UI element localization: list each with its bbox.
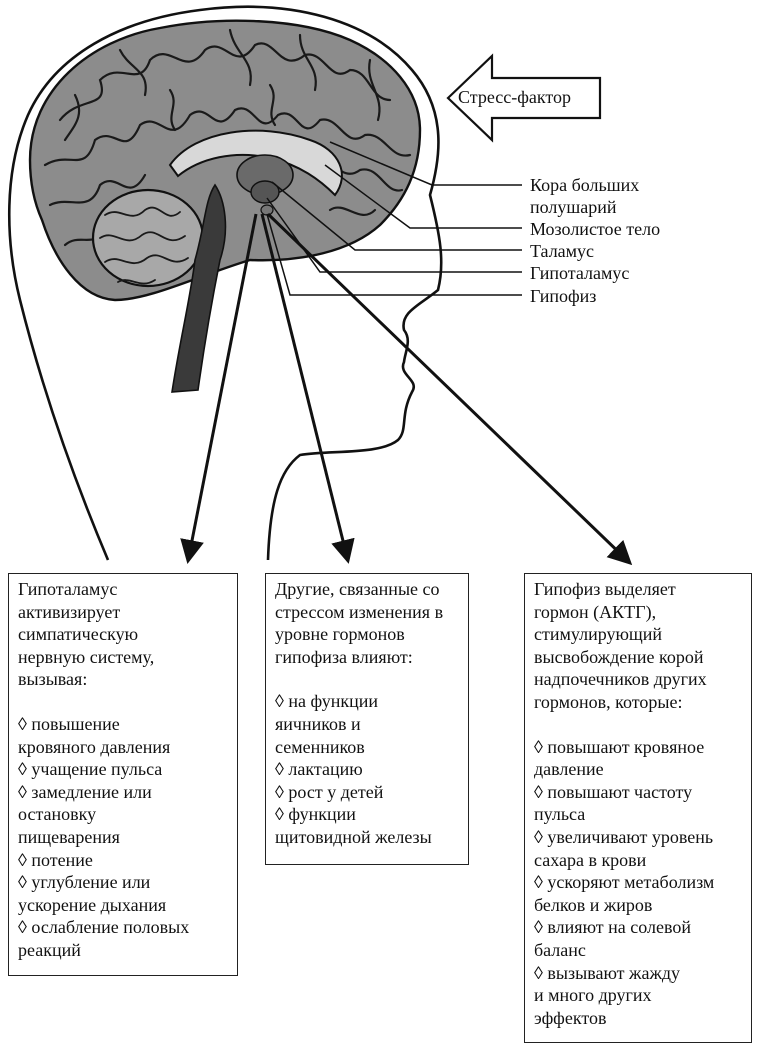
list-item: функции щитовидной железы [275,803,460,848]
leader-line-cortex [329,141,522,186]
list-item: потение [18,849,229,872]
arrow-to-middle-box [260,213,355,564]
info-box-hypothalamus: Гипоталамус активизирует симпатическую н… [8,573,238,976]
list-item: повышение кровяного давления [18,713,229,758]
label-hypothalamus: Гипоталамус [530,263,630,283]
arrow-to-left-box [180,213,258,564]
list-item: рост у детей [275,781,460,804]
box-intro: Гипоталамус активизирует симпатическую н… [18,579,155,690]
list-item: влияют на солевой баланс [534,916,743,961]
arrow-to-right-box [266,212,633,566]
list-item: углубление или ускорение дыхания [18,871,229,916]
list-item: увеличивают уровень сахара в крови [534,826,743,871]
head-outline [7,5,443,561]
label-corpus-callosum: Мозолистое тело [530,219,661,239]
list-item: замедление или остановку пищеварения [18,781,229,849]
stress-factor-label: Стресс-фактор [458,87,572,107]
list-item: повышают частоту пульса [534,781,743,826]
list-item: ускоряют метаболизм белков и жиров [534,871,743,916]
label-thalamus: Таламус [530,241,595,261]
brain-icon [28,19,422,393]
label-cortex: Кора больших полушарий [530,175,640,217]
box-intro: Гипофиз выделяет гормон (АКТГ), стимулир… [534,579,707,712]
list-item: на функции яичников и семенников [275,690,460,758]
info-box-pituitary: Гипофиз выделяет гормон (АКТГ), стимулир… [524,573,752,1043]
list-item: лактацию [275,758,460,781]
list-item: ослабление половых реакций [18,916,229,961]
leader-line-thalamus [271,181,522,251]
box-intro: Другие, связанные со стрессом изменения … [275,579,444,667]
leader-line-pituitary [266,213,522,296]
label-pituitary: Гипофиз [530,286,597,306]
leader-line-hypothalamus [266,197,522,273]
list-item: вызывают жажду и много других эффектов [534,962,743,1030]
leader-line-corpus-callosum [324,164,522,229]
info-box-other-hormones: Другие, связанные со стрессом изменения … [265,573,469,865]
list-item: повышают кровяное давление [534,736,743,781]
list-item: учащение пульса [18,758,229,781]
stress-arrow-icon [446,53,602,143]
